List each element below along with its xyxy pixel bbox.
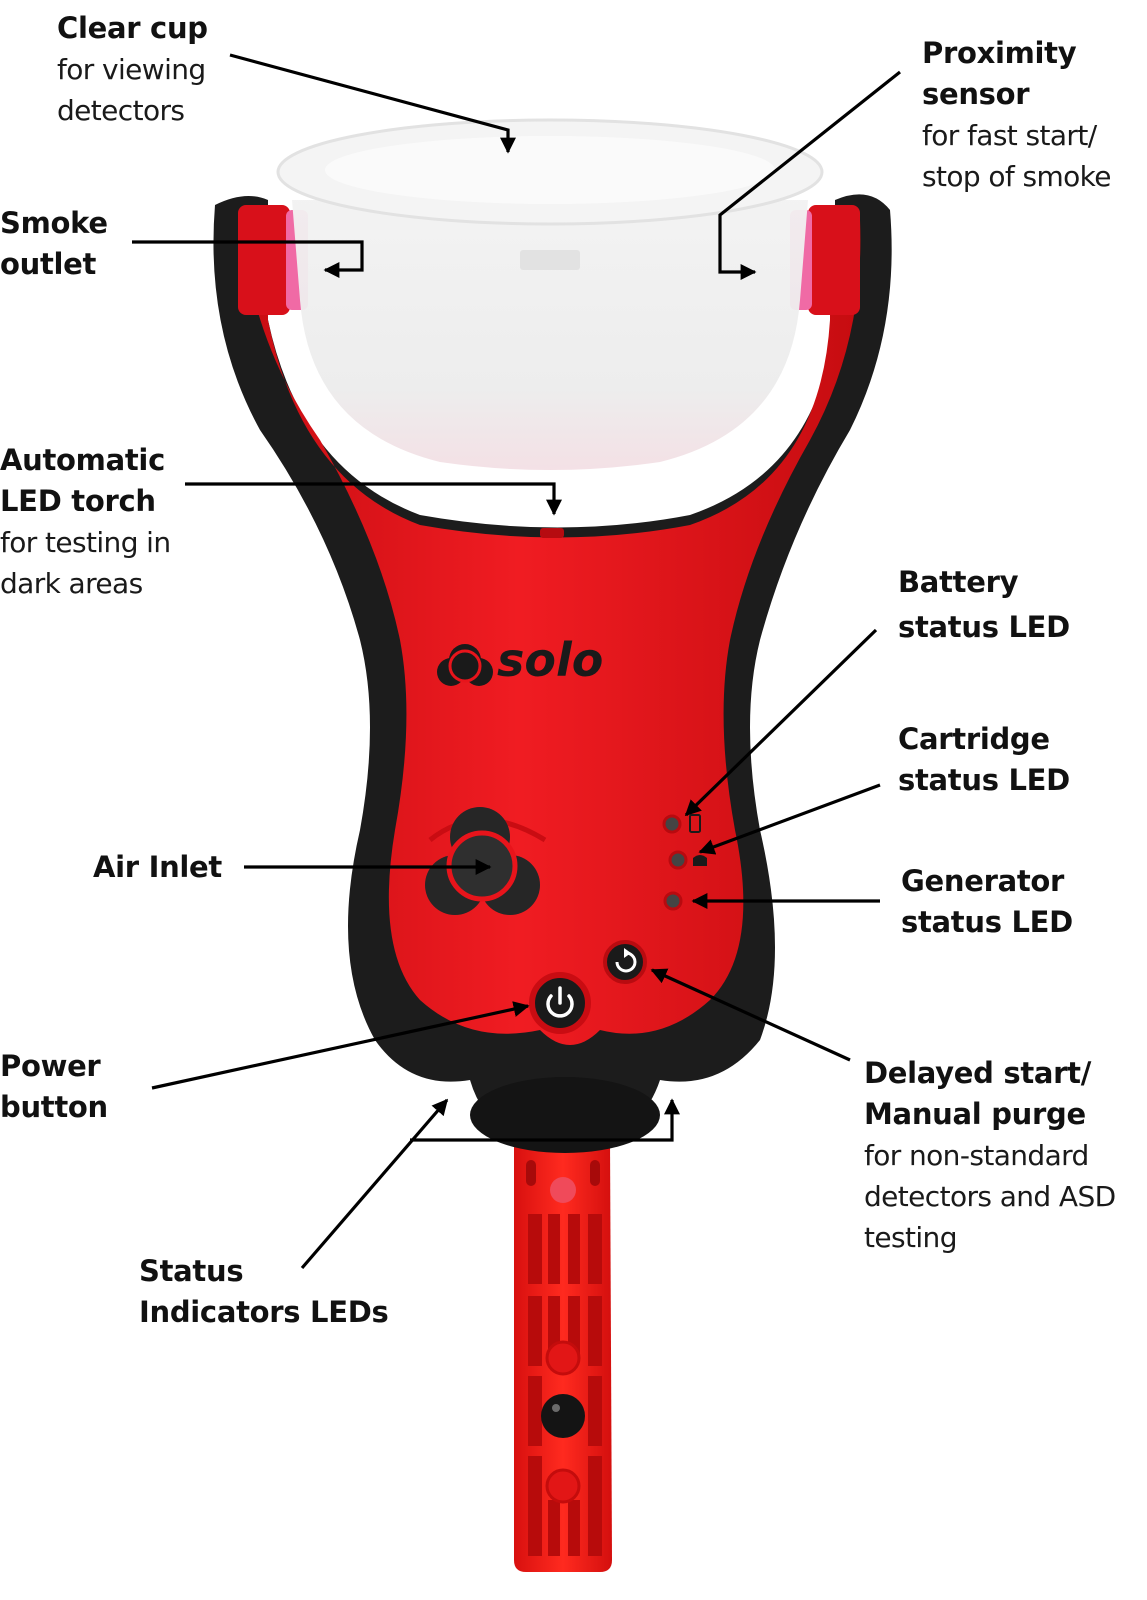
callout-delayed-start: Delayed start/ Manual purge for non-stan… (864, 1053, 1116, 1258)
callout-title: sensor (922, 77, 1030, 111)
callout-title: Power (0, 1049, 101, 1083)
callout-title: Status (139, 1254, 244, 1288)
callout-desc: dark areas (0, 567, 143, 600)
callout-title: Cartridge (898, 722, 1050, 756)
leader-lines (132, 53, 901, 1270)
power-button (529, 972, 591, 1034)
callout-led-torch: Automatic LED torch for testing in dark … (0, 440, 171, 604)
callout-title: status LED (898, 763, 1070, 797)
callout-desc: for fast start/ (922, 119, 1097, 152)
callout-title: LED torch (0, 484, 156, 518)
solo-logo (437, 644, 493, 686)
callout-desc: for viewing (57, 53, 206, 86)
callout-cartridge-led: Cartridge status LED (898, 719, 1070, 801)
callout-power-button: Power button (0, 1046, 108, 1128)
callout-title: Smoke (0, 206, 108, 240)
callout-desc: detectors (57, 94, 185, 127)
callout-smoke-outlet: Smoke outlet (0, 203, 108, 285)
callout-status-indicators: Status Indicators LEDs (139, 1251, 389, 1333)
callout-desc: testing (864, 1221, 957, 1254)
extension-handle (514, 1140, 612, 1572)
callout-proximity-sensor: Proximity sensor for fast start/ stop of… (922, 33, 1112, 197)
callout-air-inlet: Air Inlet (93, 847, 222, 888)
callout-desc: for non-standard (864, 1139, 1089, 1172)
callout-title: Clear cup (57, 11, 208, 45)
callout-title: Generator (901, 864, 1065, 898)
callout-desc: detectors and ASD (864, 1180, 1116, 1213)
callout-desc: stop of smoke (922, 160, 1112, 193)
callout-title: status LED (898, 610, 1070, 644)
callout-title: Delayed start/ (864, 1056, 1092, 1090)
status-leds (662, 814, 707, 911)
clear-cup (276, 118, 824, 470)
callout-clear-cup: Clear cup for viewing detectors (57, 8, 208, 131)
solo-logo-text: solo (497, 633, 603, 687)
callout-title: button (0, 1090, 108, 1124)
callout-title: Indicators LEDs (139, 1295, 389, 1329)
callout-title: Battery (898, 565, 1019, 599)
callout-title: Air Inlet (93, 850, 222, 884)
callout-title: Manual purge (864, 1097, 1086, 1131)
air-inlet (425, 807, 547, 915)
callout-desc: for testing in (0, 526, 171, 559)
callout-title: status LED (901, 905, 1073, 939)
callout-battery-led: Battery status LED (898, 560, 1070, 650)
device-body (213, 194, 892, 1153)
callout-title: outlet (0, 247, 97, 281)
led-torch (540, 528, 564, 538)
delayed-start-button (603, 940, 647, 984)
callout-title: Automatic (0, 443, 165, 477)
callout-title: Proximity (922, 36, 1077, 70)
callout-generator-led: Generator status LED (901, 861, 1073, 943)
